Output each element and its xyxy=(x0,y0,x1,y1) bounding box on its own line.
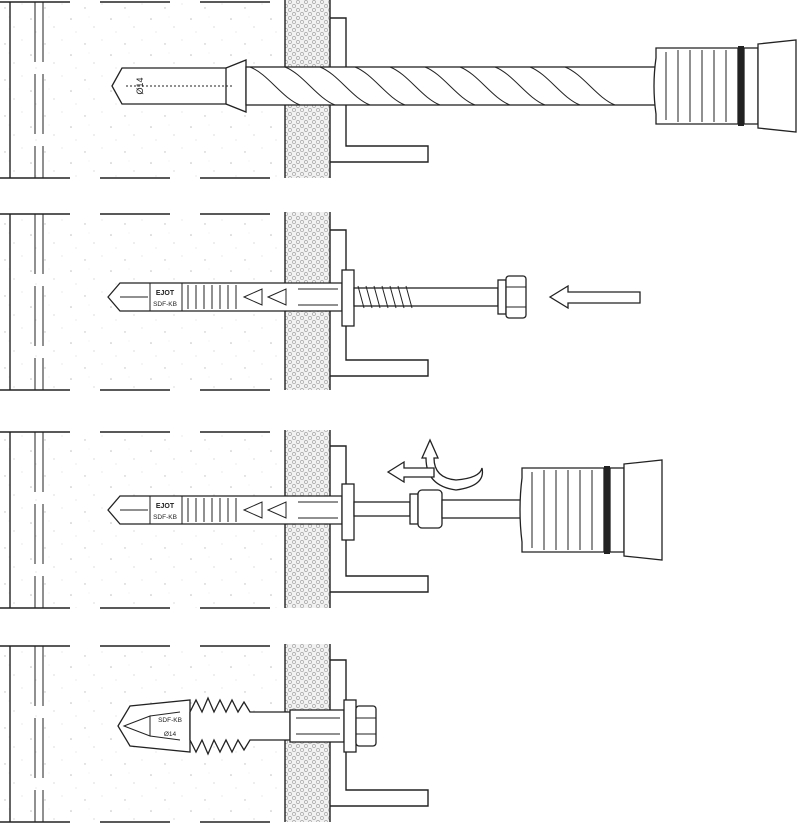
product-label: SDF-KB xyxy=(153,514,177,521)
screwdriver-bit xyxy=(353,489,523,529)
anchor-washer xyxy=(341,269,355,327)
step-4-installed: SDF-KB Ø14 xyxy=(0,644,429,823)
anchor-washer xyxy=(341,483,355,541)
drill-size-label: Ø14 xyxy=(135,77,145,94)
facade-bracket xyxy=(330,445,429,593)
anchor-screw xyxy=(353,275,527,319)
step-2-insert-anchor: EJOT SDF-KB xyxy=(0,212,641,391)
brand-label: EJOT xyxy=(156,290,175,297)
drill-bit: Ø14 xyxy=(111,59,657,113)
arrow-left-icon xyxy=(548,284,641,310)
step-3-screw-in: EJOT SDF-KB xyxy=(0,430,663,609)
screw-head xyxy=(355,705,377,747)
screwdriver-chuck xyxy=(519,459,663,561)
anchor-sleeve: EJOT SDF-KB xyxy=(107,495,343,525)
hammer-drill-chuck xyxy=(653,39,797,133)
facade-bracket xyxy=(330,659,429,807)
arrow-left-icon xyxy=(386,460,435,484)
brand-label: EJOT xyxy=(156,503,175,510)
facade-bracket xyxy=(330,17,429,163)
product-label: SDF-KB xyxy=(158,717,182,724)
anchor-washer xyxy=(343,699,357,753)
product-label: SDF-KB xyxy=(153,301,177,308)
facade-bracket xyxy=(330,229,429,377)
drill-size-label: Ø14 xyxy=(164,731,177,738)
expanded-anchor: SDF-KB Ø14 xyxy=(117,696,345,756)
rotate-icon xyxy=(420,438,484,491)
anchor-sleeve: EJOT SDF-KB xyxy=(107,282,343,312)
step-1-drilling: Ø14 xyxy=(0,0,797,179)
